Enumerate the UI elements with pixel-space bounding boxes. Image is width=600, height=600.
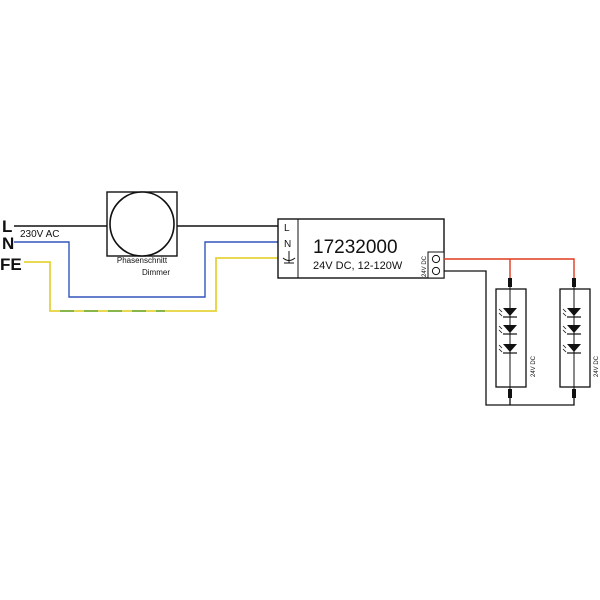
led-icon [562, 308, 581, 318]
output-terminal-negative-icon [431, 266, 441, 276]
input-label-n: N [2, 234, 14, 253]
led-module [559, 278, 591, 398]
negative-output-wire [444, 270, 575, 406]
dimmer [106, 191, 178, 257]
supply-voltage-label: 230V AC [20, 229, 59, 240]
earth-wire [24, 257, 278, 312]
neutral-wire [14, 241, 278, 298]
led-module [495, 278, 527, 398]
driver-terminal-n: N [284, 239, 291, 250]
led-icon [498, 344, 517, 354]
led-icon [498, 308, 517, 318]
led-module-voltage-label: 24V DC [531, 355, 537, 377]
earth-symbol-icon [282, 251, 296, 264]
driver-box [277, 218, 445, 279]
input-label-l: L [2, 217, 12, 236]
driver-model-number: 17232000 [313, 237, 398, 258]
dimmer-label-line2: Dimmer [142, 268, 170, 277]
input-label-fe: FE [0, 255, 22, 274]
driver-output-label: 24V DC [422, 255, 428, 277]
led-icon [562, 325, 581, 335]
led-icon [562, 344, 581, 354]
led-module-voltage-label: 24V DC [594, 355, 600, 377]
dimmer-label-line1: Phasenschnitt [117, 256, 168, 265]
driver-spec: 24V DC, 12-120W [313, 260, 403, 272]
output-terminal-positive-icon [431, 254, 441, 264]
positive-output-wire [444, 258, 575, 278]
led-icon [498, 325, 517, 335]
driver-terminal-l: L [284, 223, 290, 234]
